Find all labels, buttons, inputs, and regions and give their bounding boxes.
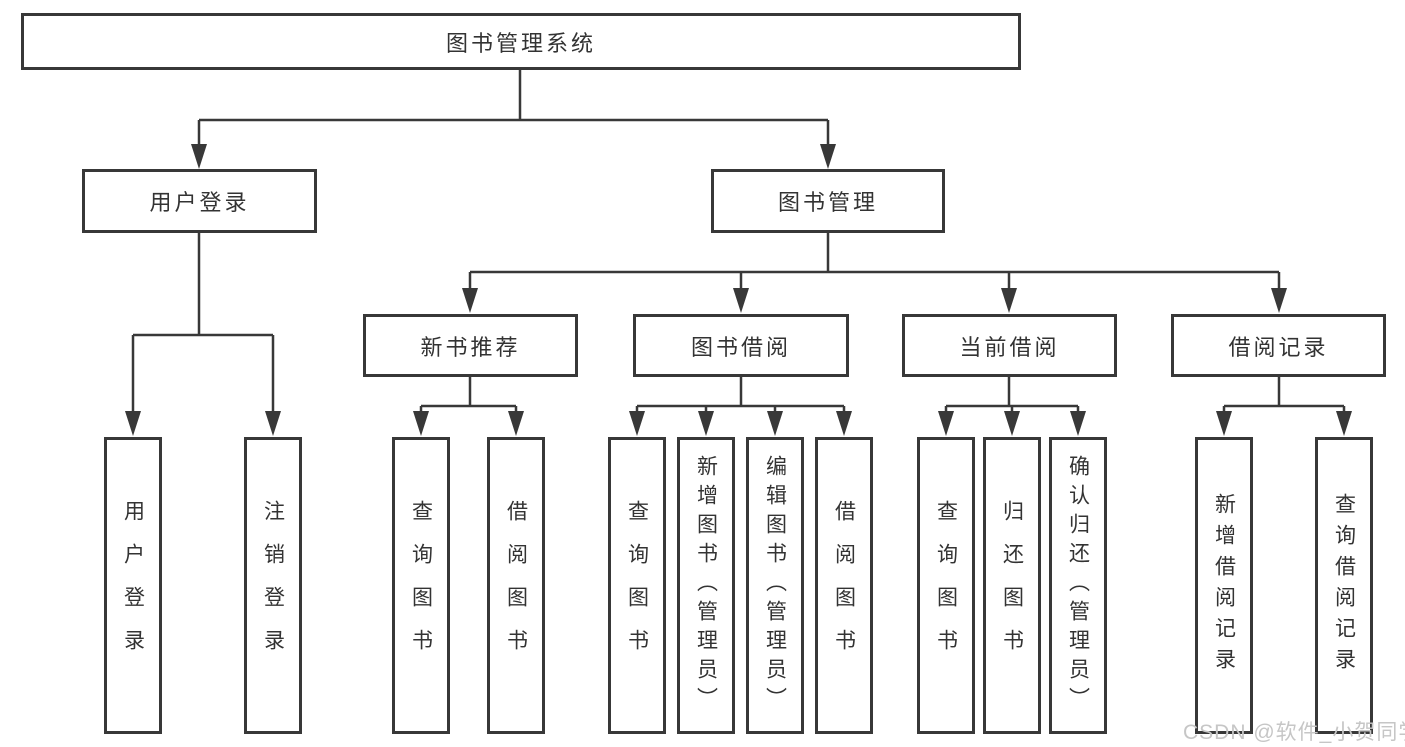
node-label: 查询图书: [625, 499, 649, 672]
node-label: 图书管理系统: [445, 30, 596, 56]
leaf-edit-book-admin: 编辑图书（管理员）: [746, 437, 804, 734]
leaf-return-books: 归还图书: [983, 437, 1041, 734]
leaf-confirm-return-admin: 确认归还（管理员）: [1049, 437, 1107, 734]
node-book-management: 图书管理: [711, 169, 945, 233]
leaf-query-borrow-record: 查询借阅记录: [1315, 437, 1373, 734]
node-label: 当前借阅: [959, 334, 1060, 360]
node-label: 借阅记录: [1228, 334, 1329, 360]
arrowheads: [125, 144, 1352, 436]
csdn-watermark: CSDN @软件_小贺同学: [1183, 721, 1405, 744]
node-label: 借阅图书: [504, 499, 528, 672]
node-current-borrowing: 当前借阅: [902, 314, 1117, 377]
node-label: 用户登录: [121, 499, 145, 672]
leaf-logout: 注销登录: [244, 437, 302, 734]
node-label: 图书管理: [777, 190, 878, 215]
node-label: 新书推荐: [420, 334, 521, 360]
leaf-query-books-borrow: 查询图书: [608, 437, 666, 734]
node-borrowing-records: 借阅记录: [1171, 314, 1386, 377]
node-label: 确认归还（管理员）: [1066, 455, 1090, 716]
leaf-borrow-books-recommend: 借阅图书: [487, 437, 545, 734]
node-book-borrowing: 图书借阅: [633, 314, 849, 377]
leaf-add-borrow-record: 新增借阅记录: [1195, 437, 1253, 734]
node-label: 新增借阅记录: [1212, 492, 1236, 679]
leaf-add-book-admin: 新增图书（管理员）: [677, 437, 735, 734]
leaf-user-login: 用户登录: [104, 437, 162, 734]
leaf-query-books-current: 查询图书: [917, 437, 975, 734]
node-label: 新增图书（管理员）: [694, 455, 718, 716]
node-label: 查询图书: [409, 499, 433, 672]
node-user-login: 用户登录: [82, 169, 317, 233]
node-library-management-system: 图书管理系统: [21, 13, 1021, 70]
node-label: 编辑图书（管理员）: [763, 455, 787, 716]
node-label: 查询图书: [934, 499, 958, 672]
node-label: 注销登录: [261, 499, 285, 672]
node-label: 查询借阅记录: [1332, 492, 1356, 679]
node-new-book-recommend: 新书推荐: [363, 314, 578, 377]
node-label: 归还图书: [1000, 499, 1024, 672]
node-label: 图书借阅: [690, 334, 791, 360]
node-label: 用户登录: [149, 190, 250, 215]
leaf-query-books-recommend: 查询图书: [392, 437, 450, 734]
node-label: 借阅图书: [832, 499, 856, 672]
leaf-borrow-books: 借阅图书: [815, 437, 873, 734]
